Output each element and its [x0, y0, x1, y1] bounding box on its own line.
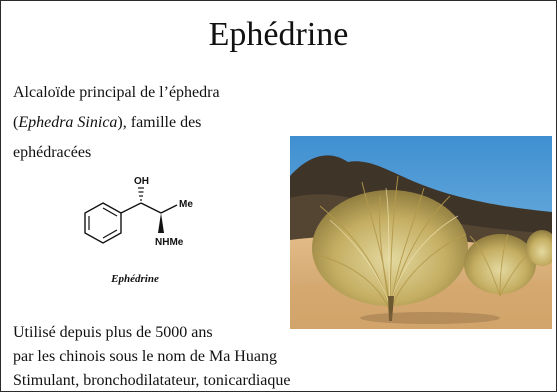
slide-title: Ephédrine: [208, 16, 349, 53]
molecule-caption: Ephédrine: [110, 273, 159, 285]
intro-line-1: Alcaloïde principal de l’éphedra: [13, 84, 220, 101]
oh-label: OH: [134, 176, 149, 187]
species-name: Ephedra Sinica: [18, 114, 118, 131]
ground-shadow: [360, 312, 500, 324]
wedge-bond-nhme: [158, 213, 164, 233]
benzene-ring: [84, 202, 122, 244]
note-line-3: Stimulant, bronchodilatateur, tonicardia…: [13, 372, 291, 389]
intro-line-2: (Ephedra Sinica), famille des: [13, 113, 201, 133]
me-label: Me: [179, 199, 193, 210]
hashed-bond-oh: [138, 187, 144, 201]
note-line-2: par les chinois sous le nom de Ma Huang: [13, 348, 277, 365]
nhme-label: NHMe: [155, 237, 184, 248]
intro-line-2-rest: ), famille des: [117, 114, 202, 131]
intro-line-3: ephédracées: [13, 144, 92, 161]
bond-c1-c2: [140, 202, 162, 214]
ephedra-photo-svg: [290, 136, 552, 329]
far-right-bush: [526, 230, 552, 266]
benzene-double-bond-1: [102, 207, 118, 217]
benzene-double-bond-2: [102, 229, 118, 239]
main-ephedra-bush: [312, 175, 468, 321]
bond-ring-c1: [120, 202, 142, 214]
ephedrine-structure-svg: OH Me NHMe Ephédrine: [84, 176, 193, 285]
ephedrine-structure: OH Me NHMe Ephédrine: [63, 169, 213, 291]
ephedra-photo: [290, 136, 552, 329]
bond-c2-me: [160, 204, 178, 214]
note-line-1: Utilisé depuis plus de 5000 ans: [13, 324, 213, 341]
intro-paren-open: (: [13, 114, 19, 131]
